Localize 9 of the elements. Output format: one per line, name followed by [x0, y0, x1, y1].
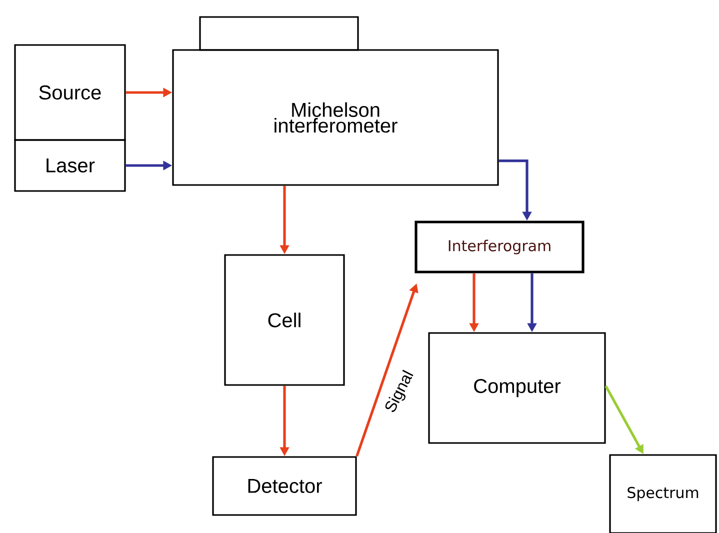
process-box: Detector — [212, 456, 357, 516]
empty-box — [199, 16, 359, 51]
process-box: Cell — [224, 254, 345, 386]
process-box: Spectrum — [609, 454, 717, 533]
process-box: Interferogram — [414, 220, 584, 274]
process-box: Source — [14, 44, 126, 141]
process-box: Michelson interferometer — [172, 49, 499, 186]
process-box: Laser — [14, 139, 126, 192]
process-box: Computer — [428, 332, 606, 444]
